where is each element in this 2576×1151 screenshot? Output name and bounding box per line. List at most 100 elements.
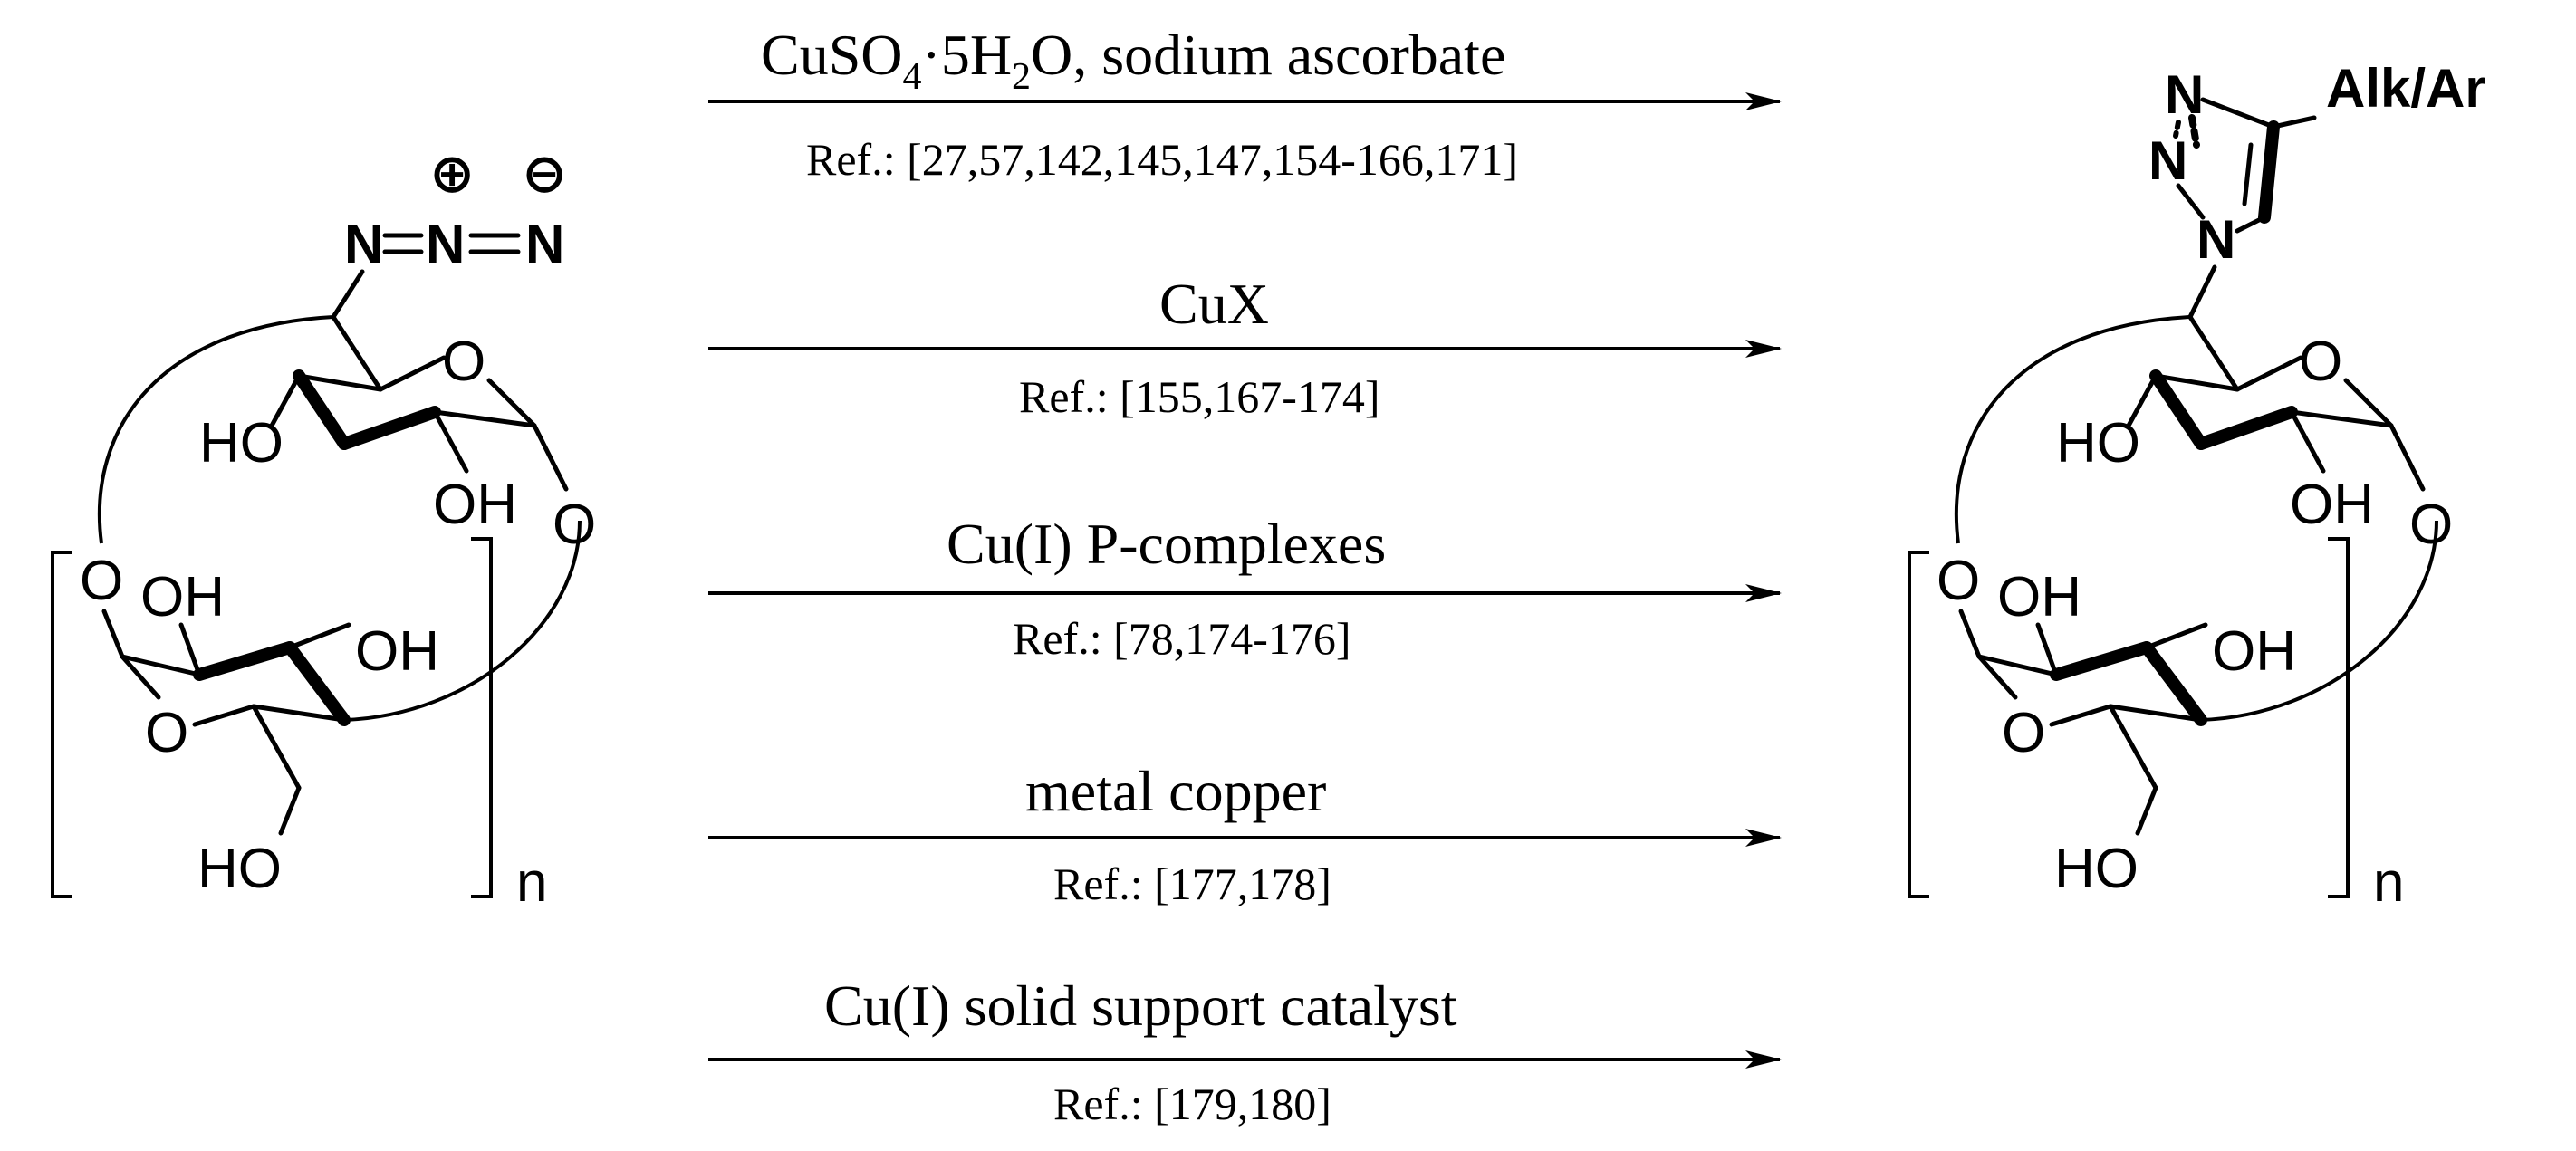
p-lower-ho-label: HO <box>2054 838 2139 900</box>
upper-ring-c4-c3 <box>293 369 351 450</box>
lower-glycosidic-oxygen: O <box>80 550 123 612</box>
lower-ring-c1-c2 <box>120 654 202 677</box>
azide-linker-1 <box>331 269 365 320</box>
azide-linker-2 <box>331 314 383 392</box>
upper-ho-label: HO <box>199 412 284 475</box>
p-right-repeat-bracket <box>2328 537 2350 898</box>
upper-oh-bond <box>432 409 469 474</box>
p-upper-ho-label: HO <box>2056 412 2140 475</box>
product-structure: N N N Alk/Ar O O HO OH O <box>1908 58 2486 914</box>
p-upper-ring-c5-o <box>2235 355 2303 392</box>
charge-plus: ⊕ <box>429 143 475 204</box>
upper-ring-c1-oglyc <box>532 423 569 492</box>
p-lower-oh-left-bond <box>2035 622 2059 677</box>
p-lower-ring-c3-c4 <box>2140 641 2207 726</box>
lower-ring-c2-c3 <box>193 641 296 681</box>
p-upper-ring-c2-c1 <box>2289 409 2394 428</box>
upper-ring-c2-c1 <box>432 409 537 428</box>
p-lower-ring-c4-c5 <box>2108 704 2204 723</box>
triazole-substituent: Alk/Ar <box>2326 58 2486 119</box>
upper-ring-c5-c4 <box>296 373 383 392</box>
lower-ring-c1-o <box>120 654 161 700</box>
lower-ring-c4-c5 <box>251 704 347 723</box>
p-upper-ring-o-c1 <box>2343 378 2394 428</box>
condition-3-ref: Ref.: [78,174-176] <box>1013 613 1351 664</box>
triazole-c5-n1 <box>2235 215 2267 234</box>
condition-4-ref: Ref.: [177,178] <box>1053 858 1331 909</box>
p-upper-ring-c3-c2 <box>2195 406 2298 450</box>
triazole-n2: N <box>2148 130 2187 191</box>
lower-ring-c3-c4 <box>284 641 351 726</box>
lower-oh-right-bond <box>287 622 351 650</box>
upper-glycosidic-oxygen: O <box>553 494 596 556</box>
upper-ho-bond <box>269 373 302 428</box>
product-linker-2 <box>2187 314 2240 392</box>
p-lower-ring-o-c5 <box>2049 704 2113 727</box>
p-lower-glycosidic-oxygen: O <box>1937 550 1980 612</box>
p-repeat-subscript: n <box>2373 851 2404 914</box>
lower-ring-o-c5 <box>192 704 256 727</box>
p-lower-ch2-bond-2 <box>2135 785 2158 836</box>
lower-oh-left-label: OH <box>140 566 225 628</box>
p-upper-ring-oxygen: O <box>2299 331 2342 393</box>
condition-2-label: CuX <box>1159 272 1269 336</box>
azide-n2: N <box>426 214 465 274</box>
condition-3-label: Cu(I) P-complexes <box>947 512 1386 576</box>
lower-oh-left-bond <box>178 622 202 677</box>
condition-4-label: metal copper <box>1025 759 1326 823</box>
p-left-repeat-bracket <box>1908 551 1929 898</box>
triazole-c4-substituent <box>2271 115 2317 129</box>
product-linker-1 <box>2187 264 2217 320</box>
p-lower-ring-c1-o <box>1976 654 2018 700</box>
triazole-n2-n1 <box>2176 183 2206 220</box>
p-upper-glycosidic-oxygen: O <box>2409 494 2453 556</box>
p-lower-ring-oxygen: O <box>2002 702 2045 764</box>
condition-2-ref: Ref.: [155,167-174] <box>1019 371 1380 422</box>
condition-1-label: CuSO4·5H2O, sodium ascorbate <box>761 23 1505 98</box>
p-upper-ring-c1-oglyc <box>2389 423 2426 492</box>
p-lower-ring-c1-c2 <box>1976 654 2059 677</box>
p-lower-oh-right-bond <box>2144 622 2208 650</box>
triazole-c4-c5-inner <box>2242 142 2254 206</box>
p-upper-oh-label: OH <box>2290 474 2374 536</box>
p-lower-ring-c2-c3 <box>2050 641 2153 681</box>
lower-ring-oxygen: O <box>145 702 188 764</box>
p-upper-oh-bond <box>2289 409 2326 474</box>
upper-ring-oxygen: O <box>442 331 485 393</box>
azide-n1: N <box>344 214 383 274</box>
p-lower-ch2-bond-1 <box>2108 704 2158 791</box>
p-upper-ho-bond <box>2126 373 2158 428</box>
p-lower-oh-left-label: OH <box>1997 566 2081 628</box>
azide-n3: N <box>525 214 564 274</box>
reaction-conditions: CuSO4·5H2O, sodium ascorbate Ref.: [27,5… <box>708 23 1782 1129</box>
condition-5-label: Cu(I) solid support catalyst <box>824 974 1457 1038</box>
macrocycle-arc-left <box>97 315 334 544</box>
lower-oh-right-label: OH <box>355 620 439 683</box>
reactant-structure: N N N ⊕ ⊖ O O HO OH O O <box>51 143 596 914</box>
lower-ho-label: HO <box>197 838 282 900</box>
condition-5-ref: Ref.: [179,180] <box>1053 1079 1331 1129</box>
charge-minus: ⊖ <box>522 143 567 204</box>
p-macrocycle-arc-right <box>2200 520 2438 722</box>
triazole-c4-c5 <box>2258 120 2280 224</box>
triazole-n3-c4 <box>2200 97 2276 129</box>
triazole-n3-n2-aromatic <box>2188 114 2200 149</box>
repeat-subscript: n <box>516 851 547 914</box>
macrocycle-arc-right <box>343 520 582 722</box>
p-lower-oh-right-label: OH <box>2212 620 2296 683</box>
p-upper-ring-c5-c4 <box>2153 373 2240 392</box>
lower-ch2-bond-1 <box>251 704 302 791</box>
upper-oh-label: OH <box>433 474 517 536</box>
lower-ch2-bond-2 <box>278 785 302 836</box>
left-repeat-bracket <box>51 551 72 898</box>
upper-ring-c3-c2 <box>338 406 441 450</box>
condition-1-ref: Ref.: [27,57,142,145,147,154-166,171] <box>806 134 1518 185</box>
p-lower-ring-oglyc-c1 <box>1958 609 1982 659</box>
lower-ring-oglyc-c1 <box>101 609 125 659</box>
right-repeat-bracket <box>471 537 493 898</box>
upper-ring-o-c1 <box>486 378 537 428</box>
triazole-n3: N <box>2165 64 2204 125</box>
upper-ring-c5-o <box>378 355 447 392</box>
p-upper-ring-c4-c3 <box>2149 369 2207 450</box>
